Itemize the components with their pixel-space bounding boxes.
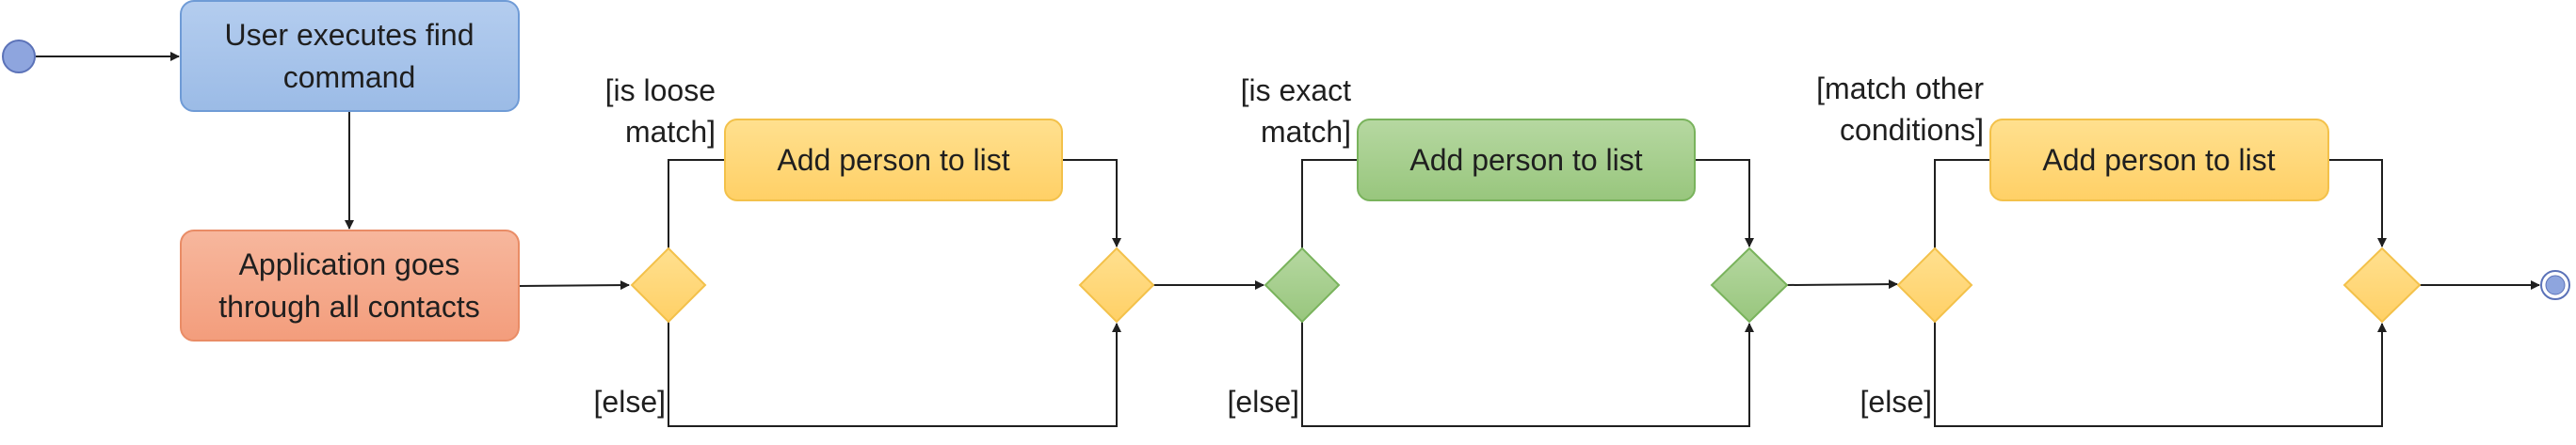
edge-decision1-to-add-loose [668, 159, 725, 248]
edge-add-exact-to-merge2 [1695, 159, 1754, 247]
merge-other-conditions [2343, 246, 2422, 324]
action-app-goes-through-line2: through all contacts [218, 290, 480, 324]
guard-else-3: [else] [1860, 385, 1932, 419]
decision-exact-match [1264, 246, 1341, 324]
action-user-executes-line2: command [283, 60, 416, 94]
edge-decision1-else [668, 322, 1121, 427]
merge-exact-match [1710, 246, 1789, 324]
merge-loose-match [1078, 246, 1155, 324]
guard-loose-line1: [is loose [605, 73, 716, 107]
edge-app-to-decision1 [518, 280, 630, 291]
action-add-person-other: Add person to list [1989, 119, 2329, 201]
action-add-person-exact: Add person to list [1357, 119, 1696, 201]
initial-node [2, 40, 36, 73]
action-add-person-loose-label: Add person to list [777, 143, 1009, 177]
guard-exact-line1: [is exact [1241, 73, 1351, 107]
action-user-executes: User executes find command [180, 0, 520, 112]
action-app-goes-through-line1: Application goes [239, 247, 460, 281]
guard-else-1: [else] [594, 385, 666, 419]
action-add-person-loose: Add person to list [724, 119, 1063, 201]
guard-other-line2: conditions] [1840, 113, 1984, 147]
action-app-goes-through: Application goes through all contacts [180, 230, 520, 342]
decision-other-conditions [1896, 246, 1973, 324]
action-add-person-other-label: Add person to list [2042, 143, 2275, 177]
action-user-executes-line1: User executes find [224, 18, 474, 52]
final-node [2540, 270, 2570, 300]
guard-exact-line2: match] [1261, 115, 1351, 149]
guard-other-line1: [match other [1816, 72, 1984, 105]
action-add-person-exact-label: Add person to list [1409, 143, 1642, 177]
guard-else-2: [else] [1228, 385, 1299, 419]
guard-loose-line2: match] [625, 115, 716, 149]
edge-decision3-to-add-other [1934, 159, 1990, 248]
edge-decision2-to-add-exact [1301, 159, 1358, 248]
edge-decision3-else [1934, 322, 2387, 427]
edge-add-other-to-merge3 [2328, 159, 2387, 247]
decision-loose-match [630, 246, 707, 324]
edge-add-loose-to-merge1 [1062, 159, 1121, 247]
edge-merge2-to-decision3 [1786, 279, 1898, 290]
edge-decision2-else [1301, 322, 1754, 427]
edges [36, 52, 2540, 427]
